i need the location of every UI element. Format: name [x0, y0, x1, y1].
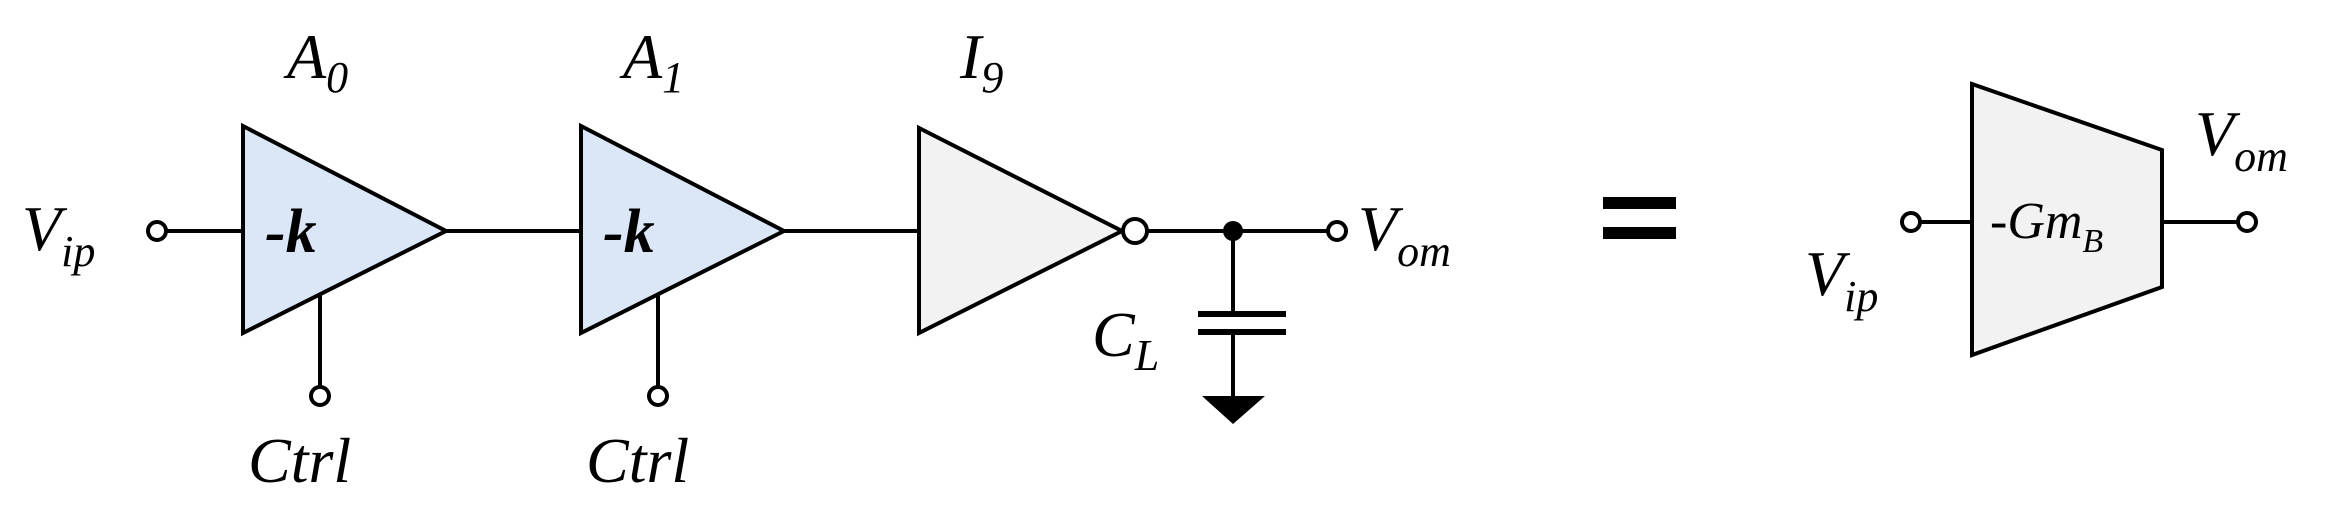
equivalent-transconductor: Vip -GmB Vom — [1805, 81, 2288, 358]
load-capacitor: CL — [1092, 231, 1286, 424]
input-terminal — [146, 220, 168, 242]
ctrl-a0-label: Ctrl — [248, 425, 351, 496]
amplifier-a0-gain: -k — [265, 198, 317, 266]
inverter-i9-triangle — [917, 124, 1127, 337]
gm-block-label: -GmB — [1990, 193, 2103, 260]
equals-sign: = — [0, 0, 1676, 239]
svg-text:Vip: Vip — [22, 193, 95, 276]
equiv-output-terminal — [2236, 211, 2258, 233]
ctrl-a1-label: Ctrl — [586, 425, 689, 496]
stage-i9-label: I9 — [959, 21, 1003, 102]
output-label: Vom — [1358, 193, 1451, 276]
inverter-i9: I9 — [917, 21, 1149, 337]
amplifier-a1: A1 -k Ctrl — [579, 21, 789, 496]
equiv-output-label: Vom — [2195, 98, 2288, 181]
amplifier-a0-triangle — [241, 122, 451, 337]
svg-text:Vom: Vom — [1358, 193, 1451, 276]
equiv-input-label: Vip — [1805, 238, 1878, 321]
ground-icon — [1202, 396, 1265, 424]
amplifier-a0: A0 -k Ctrl — [241, 21, 451, 496]
output-terminal — [1326, 220, 1348, 242]
amplifier-a1-triangle — [579, 122, 789, 337]
stage-a0-label: A0 — [283, 21, 348, 102]
ctrl-a0-terminal — [309, 385, 331, 407]
equiv-input-terminal — [1900, 211, 1922, 233]
ctrl-a1-terminal — [647, 385, 669, 407]
stage-a1-label: A1 — [619, 21, 684, 102]
svg-text:=: = — [0, 0, 1, 1]
amplifier-a1-gain: -k — [603, 198, 655, 266]
inverter-bubble — [1121, 217, 1149, 245]
load-cap-label: CL — [1092, 299, 1159, 380]
input-label: Vip — [22, 193, 95, 276]
gm-block — [1970, 81, 2164, 358]
